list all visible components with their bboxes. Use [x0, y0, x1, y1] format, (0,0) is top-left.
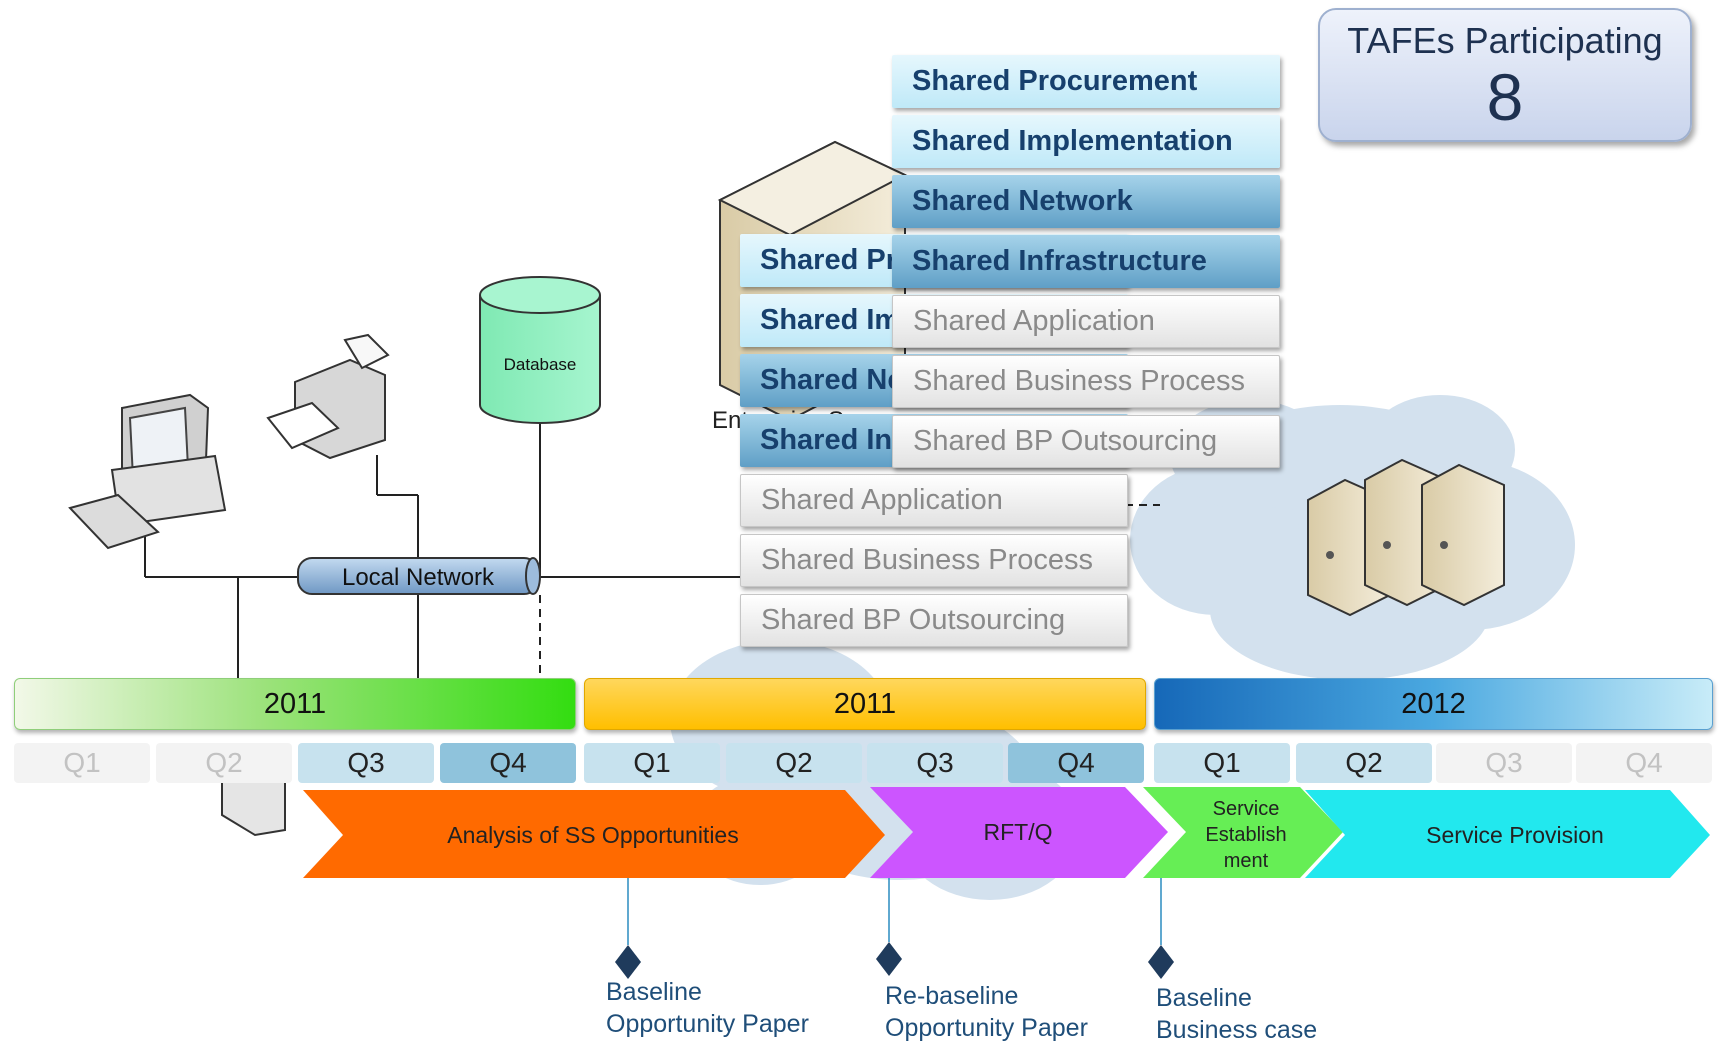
- phase-establishment-label: Service Establish ment: [1205, 798, 1287, 872]
- service-implementation: Shared Implementation: [892, 115, 1280, 168]
- quarter-cell: Q1: [14, 743, 150, 783]
- service-network: Shared Network: [892, 175, 1280, 228]
- phase-establishment-chevron: [1143, 787, 1343, 878]
- year-bar-3: 2012: [1154, 678, 1713, 730]
- service-procurement: Shared Procurement: [892, 55, 1280, 108]
- milestone-baseline-business-case: Baseline Business case: [1156, 982, 1317, 1046]
- service-application: Shared Application: [892, 295, 1280, 348]
- service-back-item: Shared BP Outsourcing: [740, 594, 1128, 647]
- quarter-cell: Q4: [1008, 743, 1144, 783]
- quarter-cell: Q2: [726, 743, 862, 783]
- quarter-cell: Q3: [1436, 743, 1572, 783]
- network-links: [144, 420, 1160, 680]
- quarter-cell: Q3: [298, 743, 434, 783]
- database-label: Database: [504, 355, 577, 374]
- tafes-label: TAFEs Participating: [1347, 20, 1663, 61]
- phase-provision-label: Service Provision: [1426, 822, 1604, 848]
- milestone-baseline-opportunity: Baseline Opportunity Paper: [606, 976, 809, 1040]
- quarter-cell: Q4: [1576, 743, 1712, 783]
- milestone-line2: Opportunity Paper: [606, 1010, 809, 1038]
- quarter-cell: Q4: [440, 743, 576, 783]
- service-bp-outsourcing: Shared BP Outsourcing: [892, 415, 1280, 468]
- service-list-front: Shared Procurement Shared Implementation…: [892, 55, 1280, 475]
- phase-rftq-label: RFT/Q: [983, 819, 1053, 845]
- milestone-line2: Opportunity Paper: [885, 1014, 1088, 1042]
- milestone-line2: Business case: [1156, 1016, 1318, 1044]
- service-business-process: Shared Business Process: [892, 355, 1280, 408]
- phase-analysis-label: Analysis of SS Opportunities: [447, 822, 739, 848]
- service-back-item: Shared Application: [740, 474, 1128, 527]
- server-cluster-icon: [1307, 458, 1505, 617]
- printer-icon: [266, 333, 390, 460]
- milestone-rebaseline-opportunity: Re-baseline Opportunity Paper: [885, 980, 1088, 1044]
- milestone-diamond: [615, 945, 641, 979]
- milestone-line1: Re-baseline: [885, 982, 1019, 1010]
- phase-analysis-chevron: [303, 790, 885, 878]
- database-icon: [479, 276, 601, 424]
- local-network-label: Local Network: [342, 564, 495, 591]
- local-network-pipe: [297, 557, 541, 595]
- milestone-diamond: [876, 942, 902, 976]
- quarter-cell: Q1: [1154, 743, 1290, 783]
- quarter-cell: Q3: [867, 743, 1003, 783]
- milestone-diamond: [1148, 945, 1174, 979]
- tafes-count: 8: [1486, 60, 1524, 134]
- year-bar-2: 2011: [584, 678, 1146, 730]
- phase-rftq-chevron: [870, 787, 1168, 878]
- year-bar-1: 2011: [14, 678, 576, 730]
- tafes-participating-box: TAFEs Participating 8: [1318, 8, 1692, 142]
- quarter-cell: Q2: [156, 743, 292, 783]
- quarter-cell: Q1: [584, 743, 720, 783]
- milestone-line1: Baseline: [606, 978, 702, 1006]
- service-infrastructure: Shared Infrastructure: [892, 235, 1280, 288]
- quarter-cell: Q2: [1296, 743, 1432, 783]
- computer-icon: [68, 393, 227, 550]
- service-back-item: Shared Business Process: [740, 534, 1128, 587]
- milestone-line1: Baseline: [1156, 984, 1252, 1012]
- phase-provision-chevron: [1305, 790, 1710, 878]
